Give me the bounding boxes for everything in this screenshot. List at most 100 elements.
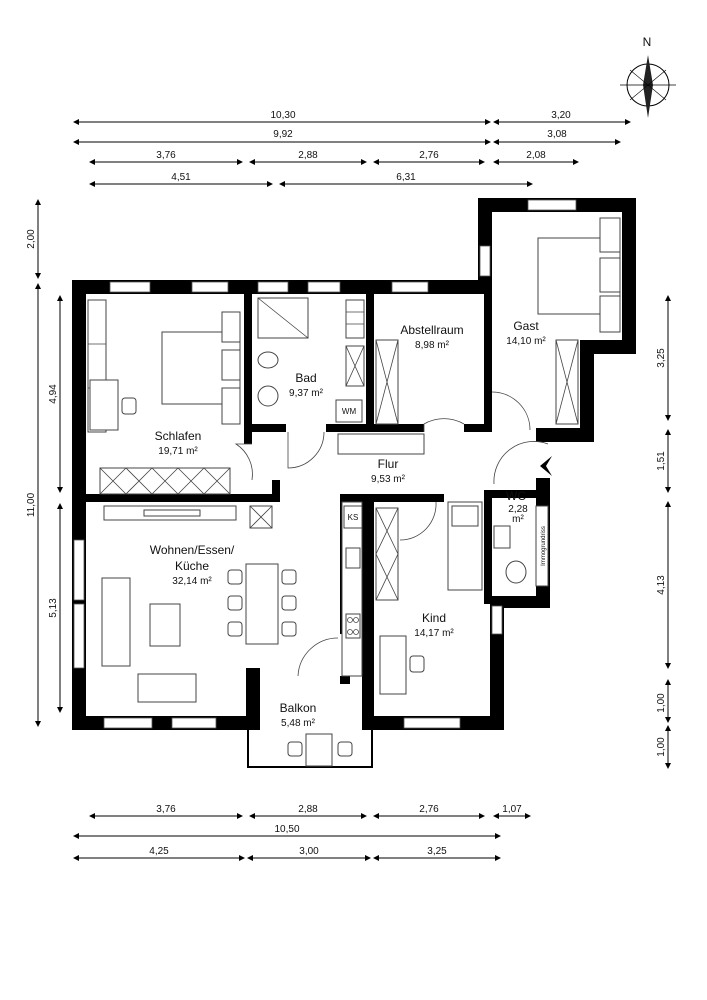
room-area-abstellraum: 8,98 m² [415,340,450,351]
pillow [451,505,479,527]
window [191,281,229,293]
dimension-label: 2,08 [526,150,546,161]
fridge-label: KS [348,513,359,522]
washing-machine [335,399,363,423]
chair [337,741,353,757]
chair [409,655,425,673]
dimension-label: 3,25 [656,348,667,368]
fridge [343,505,363,529]
dimension-label: 1,00 [656,737,667,757]
window [73,603,85,669]
window [73,539,85,601]
wall [340,676,350,684]
room-labels: Schlafen 19,71 m² Bad 9,37 m² Abstellrau… [150,319,547,729]
window [109,281,151,293]
sofa [101,577,131,667]
dimension-label: 1,51 [656,451,667,471]
wc-sink [493,525,511,549]
wall [366,280,374,430]
wall [244,424,286,432]
window [403,717,461,729]
door-swing [399,501,437,541]
dimension-label: 3,08 [547,129,567,140]
toilet [257,385,279,407]
room-name-gast: Gast [513,319,539,333]
dimension-label: 4,51 [171,172,191,183]
furniture: WM Immogrundriss [87,217,621,767]
wall [490,604,504,730]
chair [227,621,243,637]
room-name-abstellraum: Abstellraum [400,323,463,337]
wall [244,424,252,444]
chair [287,741,303,757]
room-name-schlafen: Schlafen [155,429,202,443]
wall [72,716,260,730]
desk [379,635,407,695]
window [491,605,503,635]
dimension-label: 2,00 [26,229,37,249]
window [479,245,491,277]
dimension-label: 5,13 [48,598,59,618]
wall [272,480,280,502]
wall [326,424,374,432]
pillow [221,349,241,381]
door-swing [234,443,253,481]
sink [257,351,279,369]
dimension-label: 2,88 [298,150,318,161]
doors [234,391,552,677]
wall [536,428,594,442]
dimension-label: 10,30 [270,110,295,121]
dimensions-right: 3,25 1,51 4,13 1,00 1,00 [656,295,671,769]
watermark-text: Immogrundriss [541,526,547,566]
room-area-wc: 2,28 [508,504,528,515]
dimension-label: 3,76 [156,150,176,161]
dimension-label: 1,00 [656,693,667,713]
nightstand [221,387,241,425]
dimension-label: 4,94 [48,384,59,404]
dimension-label: 3,20 [551,110,571,121]
room-area-gast: 14,10 m² [506,336,546,347]
dimensions-top: 10,30 3,20 9,92 3,08 3,76 2,88 2,76 2,08… [73,110,631,187]
wall [622,198,636,354]
dimension-label: 6,31 [396,172,416,183]
wall [72,494,280,502]
dimension-label: 4,13 [656,575,667,595]
room-name-bad: Bad [295,371,316,385]
dimension-label: 1,07 [502,804,522,815]
room-area-balkon: 5,48 m² [281,718,316,729]
room-area-schlafen: 19,71 m² [158,446,198,457]
sideboard-drawer [143,509,201,517]
door-swing [287,431,325,469]
compass-axis [629,69,667,101]
room-name-wohnen-line1: Wohnen/Essen/ [150,543,235,557]
chair [227,569,243,585]
sink [345,547,361,569]
chair [121,397,137,415]
room-area-flur: 9,53 m² [371,474,406,485]
nightstand [599,295,621,333]
dining-table [245,563,279,645]
compass-north-label: N [643,35,652,49]
pillow [599,217,621,253]
chair [281,621,297,637]
dimension-label: 11,00 [26,492,37,517]
wardrobe [375,507,399,601]
room-name-wohnen-line2: Küche [175,559,209,573]
window [171,717,217,729]
wall [484,280,492,430]
wall [246,668,260,730]
watermark-strip [535,505,549,587]
compass-needle [643,55,653,118]
armchair [137,673,197,703]
window [391,281,429,293]
chair [281,595,297,611]
wall [362,494,374,730]
dimension-label: 3,00 [299,846,319,857]
dimension-label: 2,76 [419,150,439,161]
door-swing [423,418,465,432]
coat-rack [337,433,425,455]
dimension-label: 9,92 [273,129,293,140]
window [103,717,153,729]
wall [374,494,444,502]
